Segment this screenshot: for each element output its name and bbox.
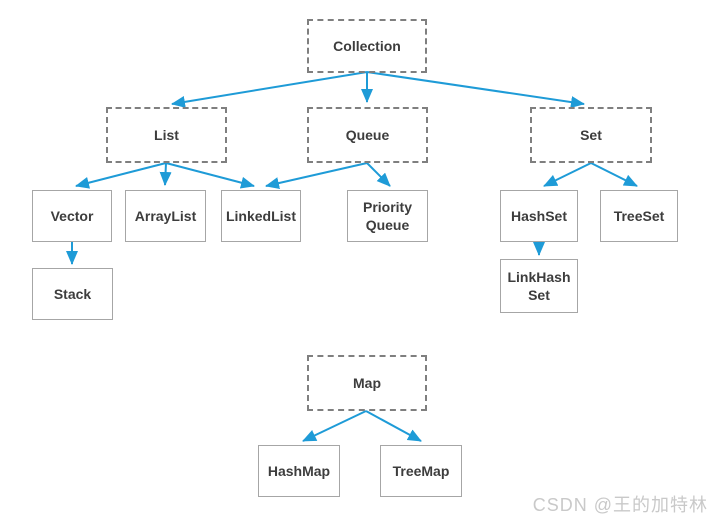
node-linkhashset: LinkHash Set	[500, 259, 578, 313]
node-vector: Vector	[32, 190, 112, 242]
node-set: Set	[530, 107, 652, 163]
edge-collection-set	[366, 71, 585, 109]
node-treemap: TreeMap	[380, 445, 462, 497]
edge-map-treemap	[365, 410, 422, 442]
node-linkedlist: LinkedList	[221, 190, 301, 242]
edge-set-hashset	[543, 162, 592, 187]
node-arraylist: ArrayList	[125, 190, 206, 242]
node-list: List	[106, 107, 227, 163]
node-collection: Collection	[307, 19, 427, 73]
node-treeset: TreeSet	[600, 190, 678, 242]
edge-map-hashmap	[302, 410, 367, 442]
edge-collection-list	[171, 71, 368, 108]
edge-list-arraylist	[159, 162, 172, 186]
node-stack: Stack	[32, 268, 113, 320]
node-hashmap: HashMap	[258, 445, 340, 497]
edge-set-treeset	[590, 162, 638, 187]
node-map: Map	[307, 355, 427, 411]
node-priority-queue: Priority Queue	[347, 190, 428, 242]
node-hashset: HashSet	[500, 190, 578, 242]
edge-queue-priority-queue	[366, 162, 391, 187]
edge-list-linkedlist	[165, 162, 255, 189]
edge-list-vector	[75, 162, 167, 189]
node-queue: Queue	[307, 107, 428, 163]
watermark-text: CSDN @王的加特林	[532, 495, 708, 515]
edge-queue-linkedlist	[265, 162, 368, 189]
